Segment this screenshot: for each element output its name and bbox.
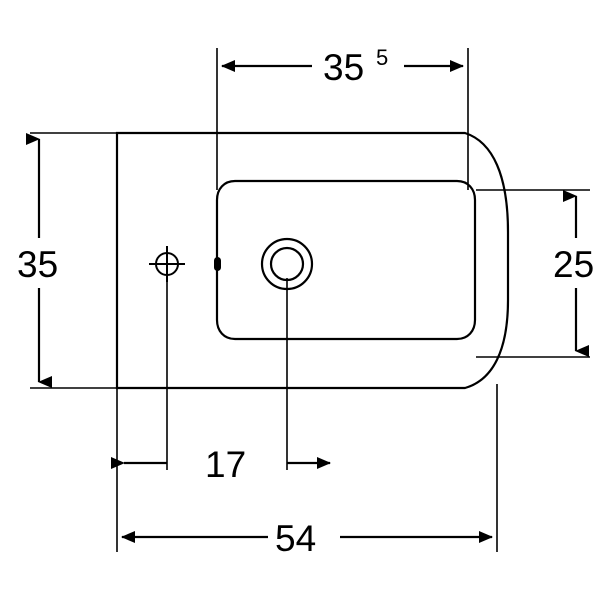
dimension-lines [26, 60, 589, 543]
dimension-label-width-inner-sup: 5 [376, 45, 388, 70]
slot-marker [214, 257, 221, 271]
dimension-labels: 35 5 35 25 17 54 [12, 42, 603, 563]
dimension-label-offset-inner: 17 [205, 444, 246, 485]
label-bg-height-right [550, 238, 603, 288]
dimension-label-width-inner: 35 [323, 47, 364, 88]
dimension-label-height-right: 25 [553, 244, 594, 285]
bidet-outline [115, 131, 510, 390]
dimension-label-width-total: 54 [275, 518, 316, 559]
label-bg-height-left [12, 238, 70, 288]
label-bg-width-total [268, 513, 340, 563]
extension-lines [30, 48, 590, 552]
bidet-bowl-outline [215, 179, 477, 341]
label-bg-width-inner [312, 42, 404, 90]
dimension-label-height-left: 35 [17, 244, 58, 285]
